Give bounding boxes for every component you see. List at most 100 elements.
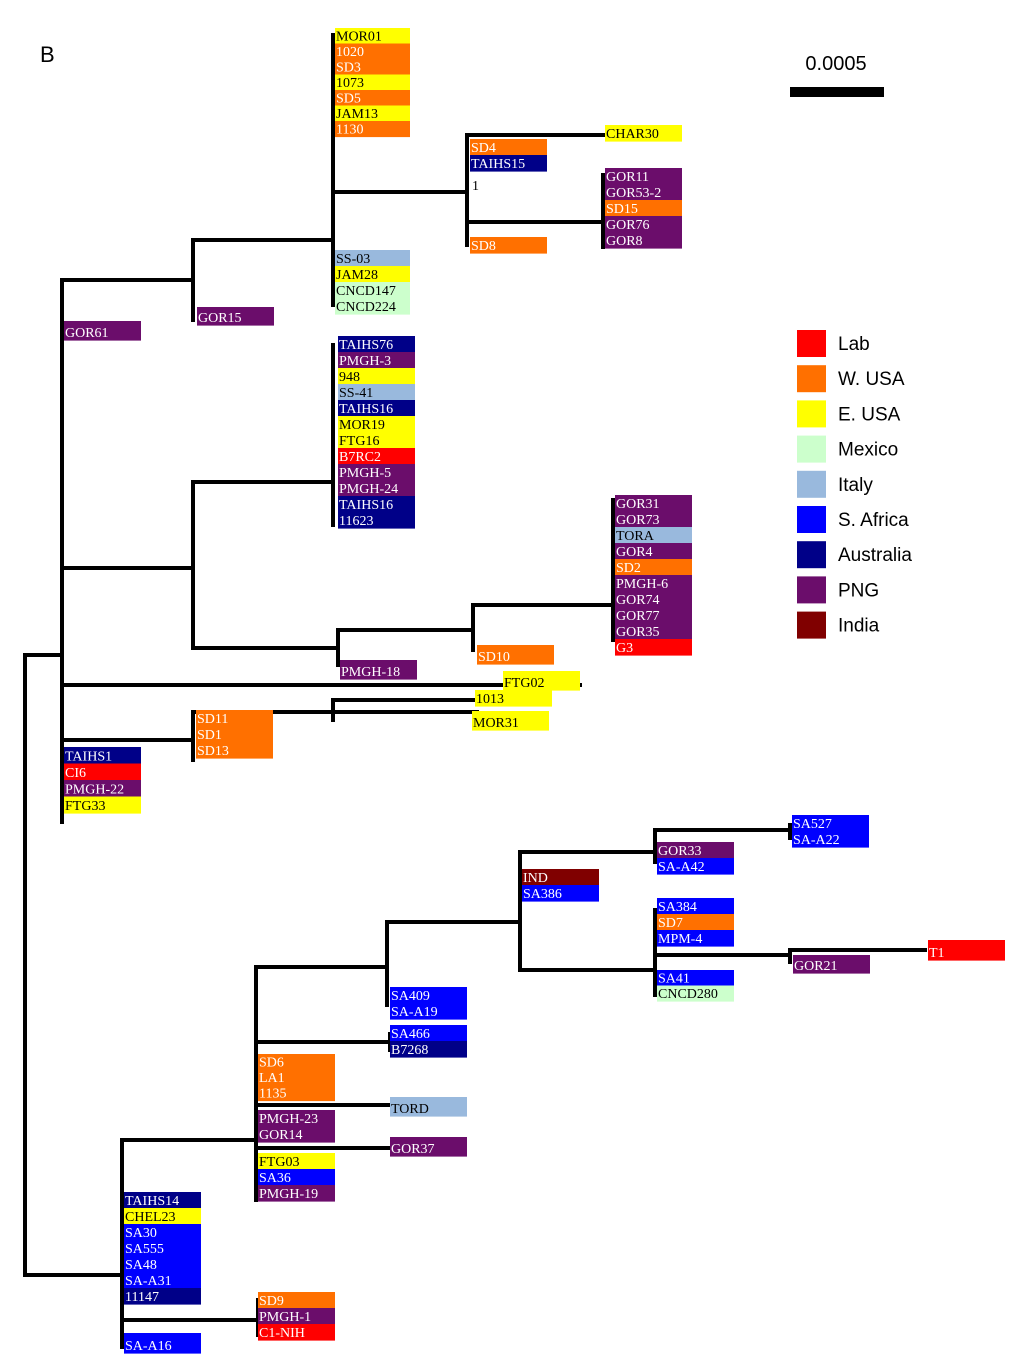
taxon-label: GOR35 [616, 625, 660, 640]
legend-swatch [797, 470, 826, 498]
taxon-label: TAIHS15 [471, 157, 525, 172]
legend-item-mexico: Mexico [797, 435, 898, 463]
taxon-box [64, 780, 141, 798]
taxon-box [124, 1192, 201, 1209]
taxon-box [338, 496, 415, 513]
taxon-label: 1135 [259, 1087, 286, 1102]
taxon-label: SD3 [336, 61, 361, 76]
taxon-box [258, 1185, 335, 1202]
panel-letter: B [40, 42, 55, 67]
legend-swatch [797, 611, 826, 639]
taxon-label: CI6 [65, 766, 86, 781]
taxon-label: SD2 [616, 561, 641, 576]
taxon-label: PMGH-3 [339, 354, 391, 369]
clade-7: GOR61 [64, 321, 141, 341]
taxon-label: SD10 [478, 650, 510, 665]
taxon-box [390, 1025, 467, 1042]
taxon-box [338, 464, 415, 481]
legend-item-eusa: E. USA [797, 400, 901, 428]
taxon-label: FTG33 [65, 799, 105, 814]
taxon-box [470, 139, 547, 156]
taxon-box [258, 1169, 335, 1186]
taxon-label: CHEL23 [125, 1210, 176, 1225]
taxon-label: FTG03 [259, 1155, 299, 1170]
taxon-label: TAIHS16 [339, 498, 393, 513]
taxon-box [338, 400, 415, 417]
legend-item-wusa: W. USA [797, 365, 905, 393]
taxon-label: SD7 [658, 916, 683, 931]
taxon-box [657, 898, 734, 915]
tree-branches: 1 [23, 33, 927, 1349]
clade-21: T1 [928, 940, 1005, 961]
taxon-box [64, 796, 141, 814]
taxon-box [338, 480, 415, 497]
taxon-label: GOR15 [198, 311, 242, 326]
legend-item-india: India [797, 611, 880, 639]
taxon-box [390, 1097, 467, 1117]
taxon-box [64, 321, 141, 341]
taxon-label: B7268 [391, 1043, 428, 1058]
taxon-label: MOR19 [339, 418, 385, 433]
taxon-label: B7RC2 [339, 450, 381, 465]
legend-item-lab: Lab [797, 330, 870, 357]
taxon-box [258, 1069, 335, 1086]
taxon-label: MPM-4 [658, 932, 702, 947]
taxon-box [335, 90, 410, 107]
taxon-box [338, 512, 415, 529]
taxon-box [335, 266, 410, 283]
taxon-box [338, 336, 415, 353]
taxon-box [124, 1288, 201, 1305]
taxon-box [615, 559, 692, 576]
taxon-label: IND [523, 871, 548, 886]
legend-swatch [797, 400, 826, 428]
taxon-label: GOR53-2 [606, 186, 661, 201]
legend-swatch [797, 435, 826, 463]
taxon-box [335, 59, 410, 76]
taxon-box [615, 527, 692, 544]
taxon-label: SD11 [197, 712, 228, 727]
taxon-box [615, 591, 692, 608]
taxon-box [605, 200, 682, 217]
clade-4: SD8 [470, 237, 547, 254]
taxon-label: TORA [616, 529, 655, 544]
taxon-box [338, 352, 415, 369]
taxon-label: 1020 [336, 45, 364, 60]
taxon-label: CHAR30 [606, 127, 659, 142]
legend-swatch [797, 506, 826, 533]
taxon-box [657, 970, 734, 987]
taxon-label: SA-A31 [125, 1274, 172, 1289]
taxon-label: SA466 [391, 1027, 430, 1042]
taxon-label: GOR76 [606, 218, 650, 233]
taxon-label: PMGH-18 [341, 665, 400, 680]
taxon-label: GOR14 [259, 1128, 303, 1143]
taxon-box [657, 858, 734, 875]
taxon-label: SA409 [391, 989, 430, 1004]
taxon-label: TAIHS1 [65, 750, 112, 765]
taxon-box [124, 1208, 201, 1225]
taxon-label: SA41 [658, 972, 690, 987]
taxon-label: SA48 [125, 1258, 157, 1273]
taxon-label: SD15 [606, 202, 638, 217]
legend-label: PNG [838, 580, 879, 601]
legend-swatch [797, 576, 826, 604]
legend-label: W. USA [838, 369, 905, 390]
taxon-box [335, 28, 410, 45]
taxon-label: GOR11 [606, 170, 649, 185]
taxon-label: GOR8 [606, 234, 643, 249]
legend-label: E. USA [838, 404, 901, 425]
taxon-label: SA-A16 [125, 1339, 172, 1354]
taxon-box [522, 885, 599, 902]
taxon-label: FTG02 [504, 676, 544, 691]
taxon-box [470, 237, 547, 254]
taxon-box [258, 1324, 335, 1341]
taxon-label: T1 [929, 946, 945, 961]
taxon-label: PMGH-23 [259, 1112, 318, 1127]
